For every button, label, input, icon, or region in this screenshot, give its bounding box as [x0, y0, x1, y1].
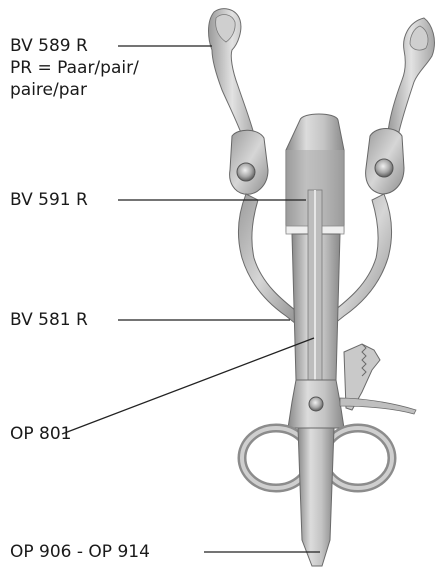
leader-line-op801	[62, 338, 314, 434]
pivot-screw-icon	[309, 397, 323, 411]
left-thumb-screw-icon	[237, 163, 255, 181]
label-op906: OP 906 - OP 914	[10, 541, 150, 563]
label-op801: OP 801	[10, 423, 71, 445]
label-bv589: BV 589 R	[10, 35, 88, 57]
left-joint	[230, 130, 268, 194]
right-joint	[366, 129, 404, 195]
label-bv591: BV 591 R	[10, 189, 88, 211]
right-thumb-screw-icon	[375, 159, 393, 177]
label-bv581: BV 581 R	[10, 309, 88, 331]
finger-ring-right	[324, 428, 392, 488]
handle-shaft	[298, 428, 334, 566]
left-retractor-blade	[209, 9, 257, 146]
right-retractor-blade	[388, 18, 434, 136]
label-pr-line1: PR = Paar/pair/	[10, 57, 139, 79]
central-shaft	[286, 114, 344, 380]
label-pr-line2: paire/par	[10, 79, 87, 101]
